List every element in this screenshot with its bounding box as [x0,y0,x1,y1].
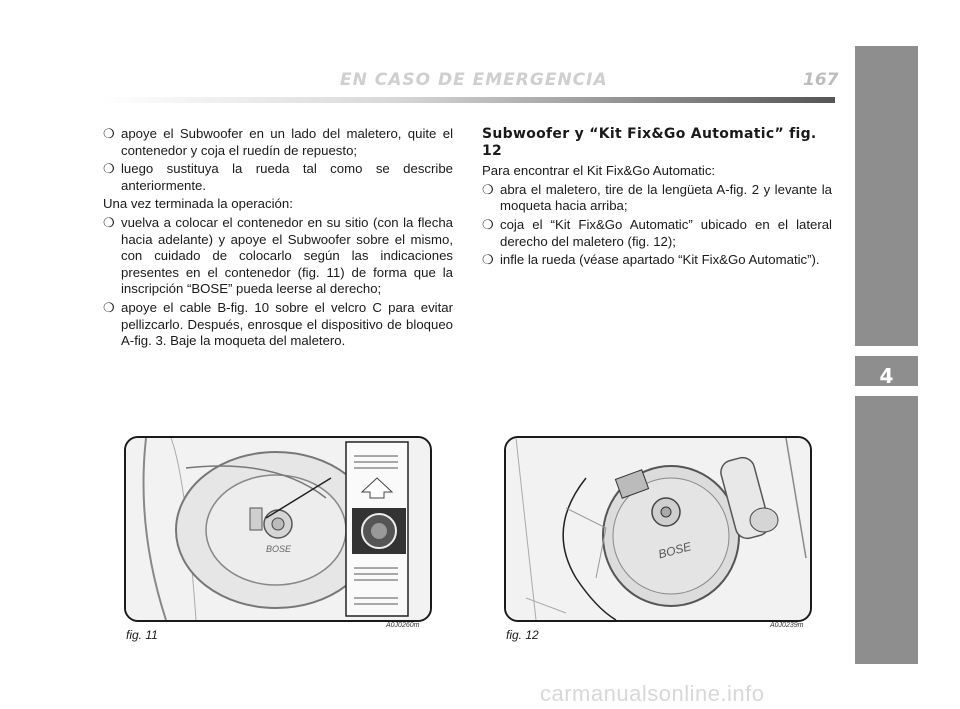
list-item: ❍ apoye el Subwoofer en un lado del male… [103,126,453,159]
list-item: ❍ apoye el cable B-fig. 10 sobre el velc… [103,300,453,350]
section-title: EN CASO DE EMERGENCIA [340,70,608,90]
bullet-icon: ❍ [103,161,115,177]
right-column: Subwoofer y “Kit Fix&Go Automatic” fig. … [482,126,832,271]
list-item-text: coja el “Kit Fix&Go Automatic” ubicado e… [500,216,832,249]
bose-brand-label: BOSE [266,544,292,554]
section-heading: Subwoofer y “Kit Fix&Go Automatic” fig. … [482,126,817,159]
list-item: ❍ vuelva a colocar el contenedor en su s… [103,215,453,298]
left-column: ❍ apoye el Subwoofer en un lado del male… [103,126,453,352]
list-item-text: apoye el Subwoofer en un lado del malete… [121,126,453,158]
bullet-icon: ❍ [482,252,494,268]
figure-12-caption: fig. 12 [506,628,539,642]
list-item: ❍ coja el “Kit Fix&Go Automatic” ubicado… [482,217,832,250]
list-item: ❍ infle la rueda (véase apartado “Kit Fi… [482,252,832,269]
bullet-icon: ❍ [103,126,115,141]
paragraph: Una vez terminada la operación: [103,196,293,212]
chapter-side-tab: 4 [855,46,918,664]
page-number: 167 [803,70,839,90]
trunk-fixgo-kit-drawing: BOSE [506,438,810,620]
bullet-icon: ❍ [482,181,494,197]
list-item-text: luego sustituya la rueda tal como se des… [121,161,453,193]
trunk-subwoofer-drawing: BOSE [126,438,430,620]
figure-11-caption: fig. 11 [126,628,158,642]
bullet-icon: ❍ [482,216,494,232]
bullet-icon: ❍ [103,299,115,315]
figure-12-code: A0J0239m [770,622,804,629]
list-item: ❍ luego sustituya la rueda tal como se d… [103,161,453,194]
paragraph: Para encontrar el Kit Fix&Go Automatic: [482,163,716,179]
figure-11-code: A0J0260m [386,622,420,629]
list-item-text: apoye el cable B-fig. 10 sobre el velcro… [121,299,453,349]
list-item-text: abra el maletero, tire de la lengüeta A-… [500,181,832,214]
figure-11-illustration: BOSE [124,436,432,622]
bullet-icon: ❍ [103,214,115,230]
list-item-text: infle la rueda (véase apartado “Kit Fix&… [500,252,820,268]
list-item-text: vuelva a colocar el contenedor en su sit… [121,214,453,297]
list-item: ❍ abra el maletero, tire de la lengüeta … [482,182,832,215]
watermark: carmanualsonline.info [540,681,765,706]
figure-12-illustration: BOSE [504,436,812,622]
header-rule [100,97,835,103]
chapter-number: 4 [879,364,894,388]
